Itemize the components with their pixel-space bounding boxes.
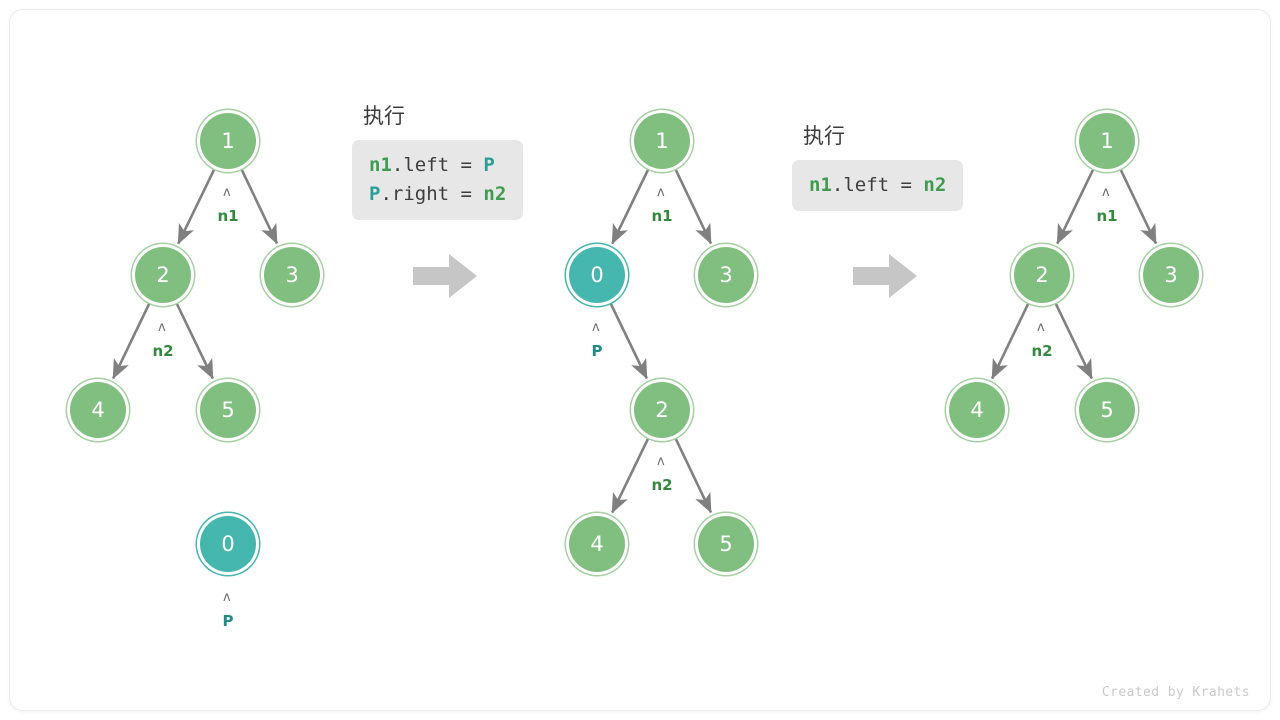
step-heading: 执行	[803, 124, 845, 148]
tree-node-5[interactable]: 5	[698, 516, 754, 572]
pointer-caret-icon: ʌ	[592, 320, 600, 335]
pointer-label-P: P	[591, 342, 603, 360]
pointer-caret-icon: ʌ	[657, 185, 665, 200]
code-token: .left =	[831, 174, 924, 196]
tree-node-1[interactable]: 1	[634, 113, 690, 169]
pointer-caret-icon: ʌ	[657, 454, 665, 469]
tree-node-2[interactable]: 2	[135, 247, 191, 303]
tree-node-value: 4	[970, 397, 984, 422]
pointer-caret-icon: ʌ	[1037, 320, 1045, 335]
flow-arrow-icon	[853, 254, 917, 298]
tree-node-value: 0	[221, 531, 235, 556]
pointer-caret-icon: ʌ	[1102, 185, 1110, 200]
pointer-caret-icon: ʌ	[158, 320, 166, 335]
tree-node-3[interactable]: 3	[264, 247, 320, 303]
tree-node-1[interactable]: 1	[1079, 113, 1135, 169]
tree-node-0[interactable]: 0	[569, 247, 625, 303]
tree-node-value: 4	[590, 531, 604, 556]
pointer-label-n2: n2	[651, 476, 673, 494]
tree-node-value: 5	[1100, 397, 1114, 422]
code-line: n1.left = n2	[809, 171, 946, 200]
tree-node-5[interactable]: 5	[1079, 382, 1135, 438]
tree-node-value: 1	[1100, 128, 1114, 153]
flow-arrow-shape	[413, 254, 477, 298]
tree-node-value: 2	[655, 397, 669, 422]
pointer-label-P: P	[222, 612, 234, 630]
tree-node-value: 0	[590, 262, 604, 287]
tree-node-value: 5	[719, 531, 733, 556]
tree-node-value: 2	[156, 262, 170, 287]
tree-node-value: 3	[1164, 262, 1178, 287]
code-snippet: n1.left = n2	[792, 160, 964, 211]
flow-arrow-shape	[853, 254, 917, 298]
code-token: n1	[809, 174, 832, 196]
tree-node-5[interactable]: 5	[200, 382, 256, 438]
code-token: P	[483, 154, 495, 176]
code-line: n1.left = P	[369, 151, 506, 180]
tree-node-3[interactable]: 3	[1143, 247, 1199, 303]
tree-node-1[interactable]: 1	[200, 113, 256, 169]
pointer-caret-icon: ʌ	[223, 590, 231, 605]
step-heading: 执行	[363, 104, 405, 128]
pointer-label-n2: n2	[1031, 342, 1053, 360]
tree-node-2[interactable]: 2	[634, 382, 690, 438]
tree-node-4[interactable]: 4	[70, 382, 126, 438]
diagram-card	[9, 9, 1271, 711]
code-token: n2	[483, 182, 507, 205]
tree-node-value: 4	[91, 397, 105, 422]
code-token: P	[369, 182, 381, 205]
tree-node-3[interactable]: 3	[698, 247, 754, 303]
tree-node-2[interactable]: 2	[1014, 247, 1070, 303]
tree-node-value: 3	[285, 262, 299, 287]
tree-node-value: 3	[719, 262, 733, 287]
code-token: n1	[369, 154, 392, 176]
tree-node-4[interactable]: 4	[949, 382, 1005, 438]
pointer-label-n1: n1	[217, 207, 239, 225]
tree-node-value: 1	[221, 128, 235, 153]
pointer-label-n1: n1	[1096, 207, 1118, 225]
code-line: P.right = n2	[369, 180, 506, 209]
pointer-label-n2: n2	[152, 342, 174, 360]
tree-node-value: 2	[1035, 262, 1049, 287]
tree-node-0[interactable]: 0	[200, 516, 256, 572]
code-token: .right =	[380, 182, 484, 205]
credit-text: Created by Krahets	[1101, 685, 1250, 700]
pointer-label-n1: n1	[651, 207, 673, 225]
tree-node-4[interactable]: 4	[569, 516, 625, 572]
tree-node-value: 1	[655, 128, 669, 153]
pointer-caret-icon: ʌ	[223, 185, 231, 200]
code-token: .left =	[391, 154, 484, 176]
flow-arrow-icon	[413, 254, 477, 298]
code-token: n2	[923, 174, 947, 196]
tree-node-value: 5	[221, 397, 235, 422]
